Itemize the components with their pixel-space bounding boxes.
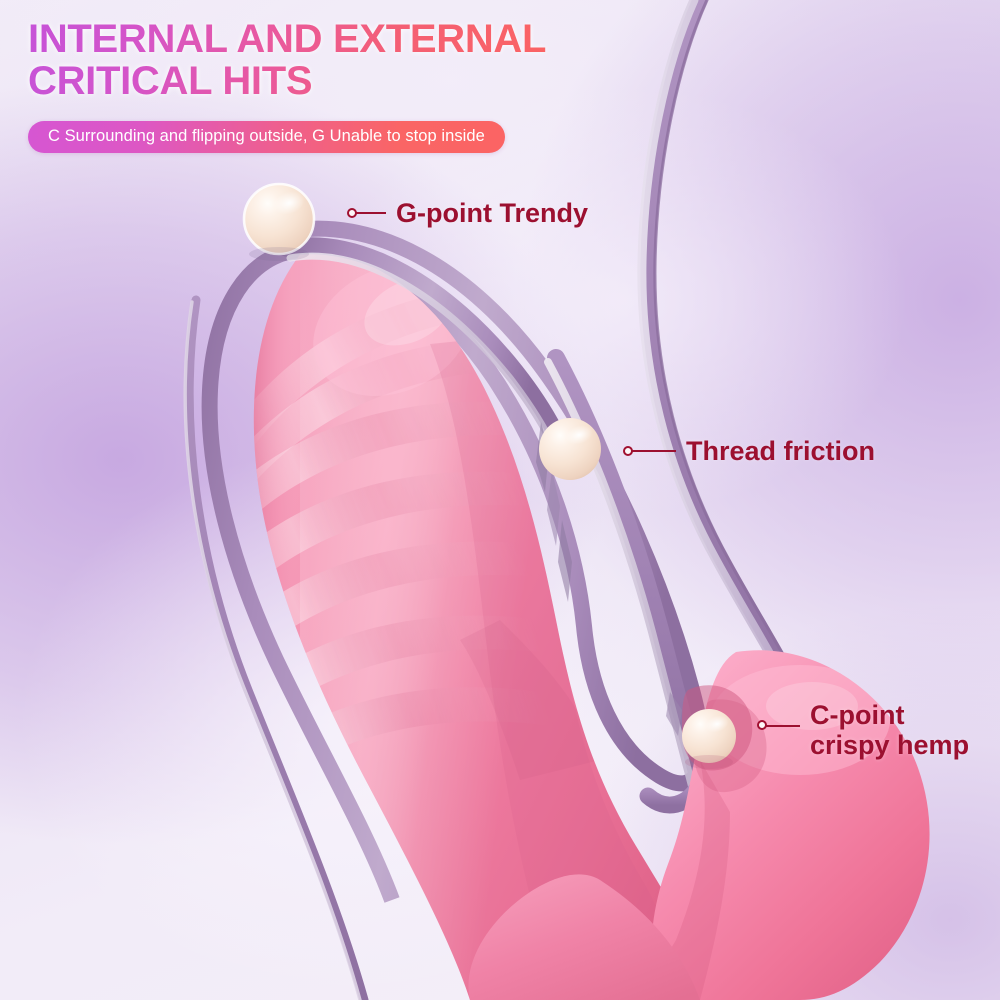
subtitle-badge: C Surrounding and flipping outside, G Un… (28, 120, 505, 153)
callout-leader-line (766, 725, 800, 728)
callout-g-point: G-point Trendy (347, 198, 588, 228)
pearl-bead-middle (539, 418, 601, 480)
pearl-bead-top (242, 182, 316, 256)
strap-slots (536, 422, 682, 736)
product-lower-lobe (468, 874, 700, 1000)
callout-thread-friction-label: Thread friction (686, 436, 876, 466)
contact-shadows (249, 247, 733, 769)
callout-leader-line (632, 449, 676, 453)
callout-g-point-label: G-point Trendy (396, 198, 588, 228)
callout-c-point: C-point crispy hemp (757, 700, 969, 760)
page-title: INTERNAL AND EXTERNAL CRITICAL HITS (28, 17, 547, 104)
strap-tail-left (183, 295, 369, 1000)
callout-leader-line (356, 211, 386, 215)
strap-loop-back (637, 0, 815, 724)
pearl-bead-bottom (682, 709, 736, 763)
header-block: INTERNAL AND EXTERNAL CRITICAL HITS C Su… (0, 0, 1000, 153)
callout-c-point-label: C-point crispy hemp (810, 700, 970, 761)
callout-thread-friction: Thread friction (623, 436, 875, 466)
